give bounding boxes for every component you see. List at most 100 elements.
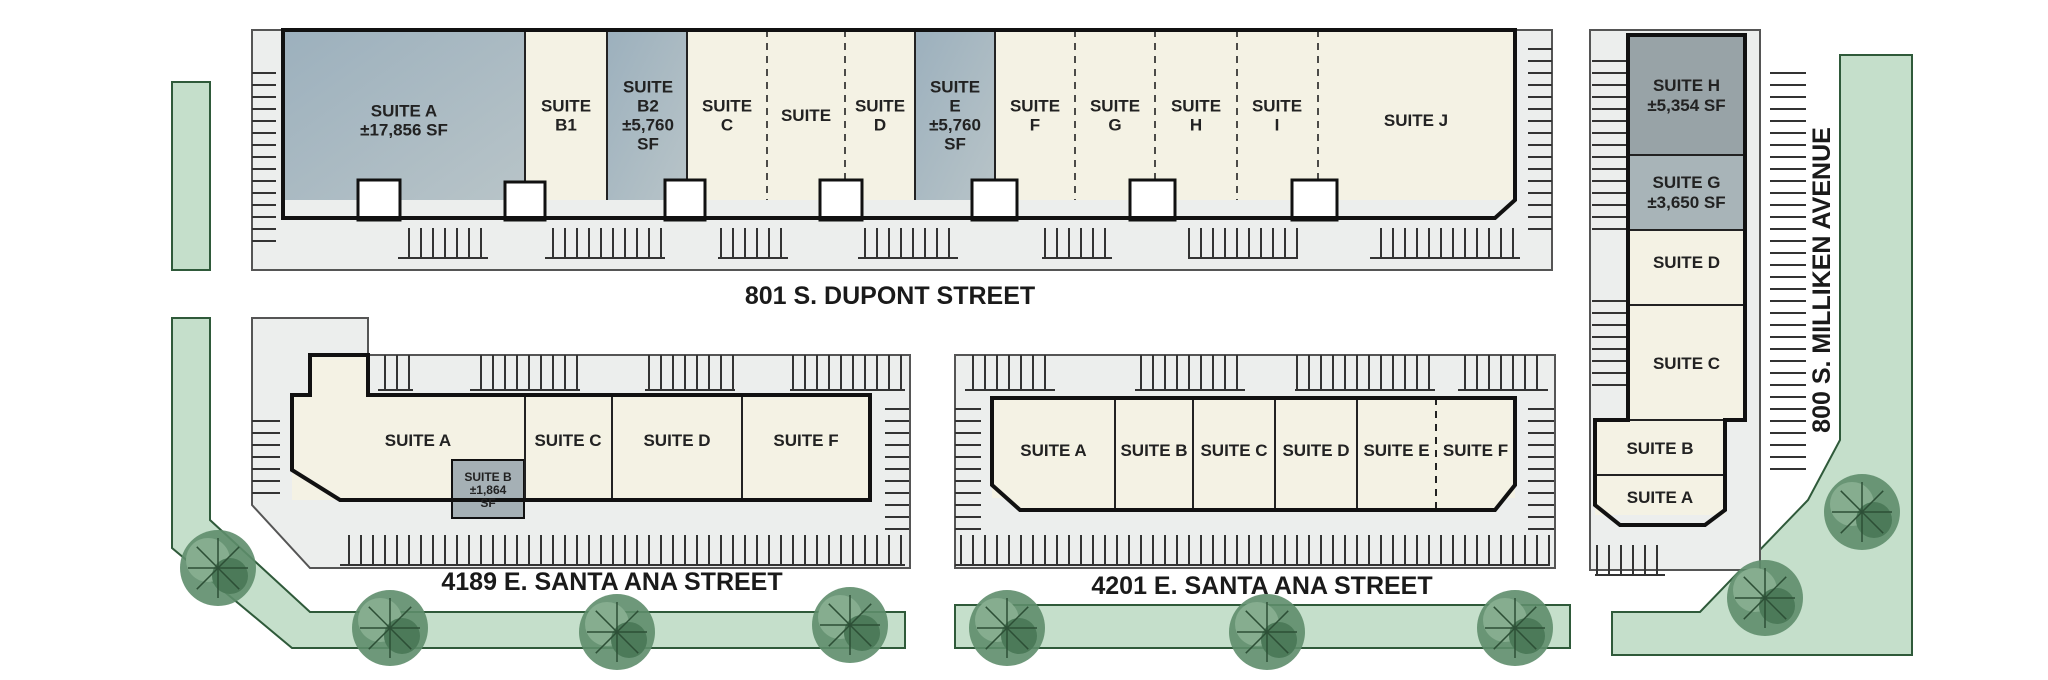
milliken-suite-5-label: SUITE B: [1626, 439, 1693, 458]
dupont-suite-3-area[interactable]: [607, 30, 687, 200]
4189-suite-c-area[interactable]: [525, 395, 612, 500]
dupont-dock-2: [503, 180, 547, 222]
stalls-4201-bottom: [955, 535, 1550, 565]
4201-suite-4-label: SUITE D: [1282, 441, 1349, 460]
4201-suite-1-area[interactable]: [992, 398, 1115, 498]
milliken-suite-6-label: SUITE A: [1627, 488, 1693, 507]
stalls-4201-top-2: [1135, 355, 1245, 390]
4189-suite-d-label: SUITE D: [643, 431, 710, 450]
4201-suite-5-label: SUITE E: [1363, 441, 1429, 460]
dupont-suite-8-area[interactable]: [995, 30, 1075, 200]
tree-icon: [1477, 590, 1553, 666]
4201-suite-6-label: SUITE F: [1443, 441, 1508, 460]
dupont-suite-7-area[interactable]: [915, 30, 995, 200]
stalls-4201-top-1: [965, 355, 1055, 390]
stalls-4189-top-4: [790, 355, 905, 390]
dupont-suite-5-area[interactable]: [767, 30, 845, 200]
dupont-suite-12-label: SUITE J: [1384, 111, 1448, 130]
street-label-santa-ana-4201: 4201 E. SANTA ANA STREET: [1091, 572, 1432, 600]
milliken-suite-3-area[interactable]: [1628, 230, 1745, 305]
tree-icon: [1727, 560, 1803, 636]
stalls-milliken-right: [1770, 70, 1806, 470]
4201-suite-6-area[interactable]: [1436, 398, 1515, 498]
tree-icon: [579, 594, 655, 670]
4201-suite-2-label: SUITE B: [1120, 441, 1187, 460]
4189-suite-f-label: SUITE F: [773, 431, 838, 450]
dupont-suite-1-area[interactable]: [283, 30, 525, 200]
tree-icon: [1229, 594, 1305, 670]
stalls-4189-bottom: [340, 535, 905, 565]
stalls-milliken-left2: [1592, 300, 1628, 390]
dupont-dock-3: [663, 178, 707, 222]
4201-suite-1-label: SUITE A: [1020, 441, 1086, 460]
dupont-suite-11-area[interactable]: [1237, 30, 1318, 200]
milliken-suite-1-label: SUITE H±5,354 SF: [1647, 76, 1725, 115]
milliken-suite-2-area[interactable]: [1628, 155, 1745, 230]
4201-suite-3-label: SUITE C: [1200, 441, 1267, 460]
dupont-dock-5: [970, 178, 1019, 222]
dupont-suite-9-area[interactable]: [1075, 30, 1155, 200]
trees: [180, 474, 1900, 670]
stalls-dupont-front-4: [858, 228, 958, 258]
stalls-4201-left: [955, 400, 981, 530]
milliken-suite-5-area[interactable]: [1595, 420, 1725, 475]
stalls-4189-top-3: [645, 355, 735, 390]
dupont-dock-6: [1128, 178, 1177, 222]
milliken-suite-1-area[interactable]: [1628, 35, 1745, 155]
4189-suite-a-label: SUITE A: [385, 431, 451, 450]
stalls-dupont-left: [252, 62, 276, 252]
stalls-4201-top-4: [1458, 355, 1548, 390]
dupont-suite-2-area[interactable]: [525, 30, 607, 200]
4189-suite-b-area[interactable]: [451, 459, 525, 519]
stalls-milliken-bottom: [1595, 545, 1665, 575]
dupont-dock-4: [818, 178, 864, 222]
street-label-santa-ana-4189: 4189 E. SANTA ANA STREET: [441, 568, 782, 596]
stalls-4189-right: [885, 400, 909, 530]
landscape-strip-left-top: [171, 81, 211, 271]
street-label-milliken: 800 S. MILLIKEN AVENUE: [1808, 127, 1836, 433]
dupont-dock-7: [1290, 178, 1339, 222]
stalls-4189-top-1: [378, 355, 413, 390]
4201-suite-4-area[interactable]: [1275, 398, 1357, 498]
4201-suite-2-area[interactable]: [1115, 398, 1193, 498]
dupont-suite-10-area[interactable]: [1155, 30, 1237, 200]
milliken-suite-6-area[interactable]: [1595, 475, 1725, 515]
milliken-building-outline: [1593, 33, 1747, 527]
tree-icon: [812, 587, 888, 663]
street-label-dupont: 801 S. DUPONT STREET: [745, 282, 1035, 310]
4201-suite-5-area[interactable]: [1357, 398, 1436, 498]
dupont-suite-6-area[interactable]: [845, 30, 915, 200]
stalls-milliken-left: [1592, 60, 1628, 230]
4189-building-outline: [290, 353, 872, 502]
milliken-suite-3-label: SUITE D: [1653, 253, 1720, 272]
stalls-dupont-front-1: [398, 228, 488, 258]
tree-icon: [352, 590, 428, 666]
milliken-suite-4-area[interactable]: [1628, 305, 1745, 420]
4189-suite-f-area[interactable]: [742, 395, 870, 500]
4189-suite-d-area[interactable]: [612, 395, 742, 500]
4201-building-outline: [990, 396, 1517, 512]
dupont-suite-12-area[interactable]: [1318, 30, 1515, 200]
stalls-4201-top-3: [1295, 355, 1435, 390]
4201-suite-3-area[interactable]: [1193, 398, 1275, 498]
stalls-dupont-front-5: [1042, 228, 1112, 258]
dupont-building-outline: [281, 28, 1517, 220]
dupont-suite-4-area[interactable]: [687, 30, 767, 200]
milliken-suite-4-label: SUITE C: [1653, 354, 1720, 373]
stalls-4201-right: [1528, 400, 1554, 530]
stalls-4189-top-2: [470, 355, 580, 390]
4189-suite-c-label: SUITE C: [534, 431, 601, 450]
stalls-dupont-front-3: [718, 228, 788, 258]
stalls-dupont-front-2: [545, 228, 665, 258]
dupont-dock-1: [356, 178, 402, 222]
